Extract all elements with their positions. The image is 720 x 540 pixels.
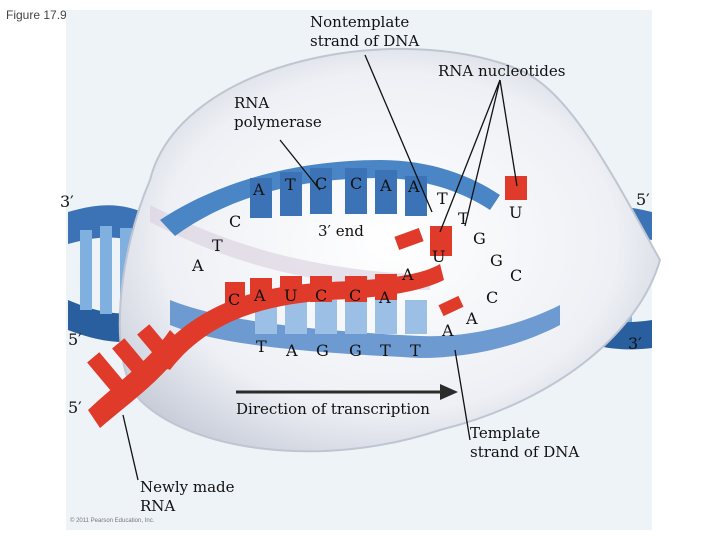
end-left-low: 5′ [68, 398, 82, 417]
base-top-1: A [252, 180, 265, 199]
nontemplate-label: Nontemplate strand of DNA [310, 13, 419, 51]
base-free-u: U [509, 203, 522, 222]
template-label-line2: strand of DNA [470, 443, 580, 461]
base-letters: A T C C A A T T C T A C A U C C A A U T … [191, 174, 522, 360]
base-template-6: T [410, 341, 421, 360]
base-top-4: C [350, 174, 362, 193]
base-rna-4: C [315, 286, 327, 305]
base-top-3: C [315, 174, 327, 193]
base-template-9: C [486, 288, 498, 307]
base-template-2: A [285, 341, 298, 360]
base-template-12: G [473, 229, 486, 248]
copyright-notice: © 2011 Pearson Education, Inc. [70, 518, 155, 524]
base-top-7: T [437, 189, 448, 208]
base-template-10: G [490, 251, 503, 270]
base-top-6: A [407, 177, 420, 196]
base-rna-2: A [253, 286, 266, 305]
newly-made-rna-label-line1: Newly made [140, 478, 235, 496]
figure-label: Figure 17.9 [6, 8, 67, 22]
newly-made-rna-tail [87, 324, 185, 428]
base-template-11: C [510, 266, 522, 285]
end-right-mid: 3′ [628, 334, 642, 353]
base-template-8: A [465, 309, 478, 328]
nontemplate-strand [160, 160, 500, 236]
direction-arrow [236, 384, 458, 400]
base-template-5: T [380, 341, 391, 360]
base-template-7: A [441, 321, 454, 340]
base-rna-6: A [378, 288, 391, 307]
rna-strand [150, 264, 444, 370]
newly-made-rna-label: Newly made RNA [140, 478, 235, 516]
newly-made-rna-label-line2: RNA [140, 497, 176, 515]
rna-polymerase-label-line2: polymerase [234, 113, 322, 131]
base-template-1: T [256, 337, 267, 356]
base-top-2: T [285, 175, 296, 194]
base-rna-1: C [228, 290, 240, 309]
rna-polymerase-label-line1: RNA [234, 94, 270, 112]
nontemplate-label-line1: Nontemplate [310, 13, 410, 31]
base-template-3: G [316, 341, 329, 360]
nontemplate-label-line2: strand of DNA [310, 32, 420, 50]
base-template-4: G [349, 341, 362, 360]
rna-nucleotides-label: RNA nucleotides [438, 62, 566, 80]
rna-polymerase-body [118, 47, 662, 453]
base-top-left-1: C [229, 212, 241, 231]
base-top-left-3: A [191, 256, 204, 275]
three-prime-end-label: 3′ end [318, 222, 364, 240]
base-top-left-2: T [212, 236, 223, 255]
base-top-5: A [379, 176, 392, 195]
base-rna-7: A [401, 265, 414, 284]
rna-polymerase-label: RNA polymerase [234, 94, 322, 132]
template-label: Template strand of DNA [470, 424, 579, 462]
template-label-line1: Template [470, 424, 541, 442]
base-top-8: T [458, 209, 469, 228]
end-left-top: 3′ [60, 192, 74, 211]
base-rna-5: C [349, 286, 361, 305]
base-rna-3: U [284, 286, 297, 305]
free-rna-nucleotides [394, 176, 527, 317]
end-left-mid: 5′ [68, 330, 82, 349]
base-rna-8: U [432, 247, 445, 266]
leader-lines [122, 54, 518, 481]
end-right-top: 5′ [636, 190, 650, 209]
direction-label: Direction of transcription [236, 400, 430, 418]
